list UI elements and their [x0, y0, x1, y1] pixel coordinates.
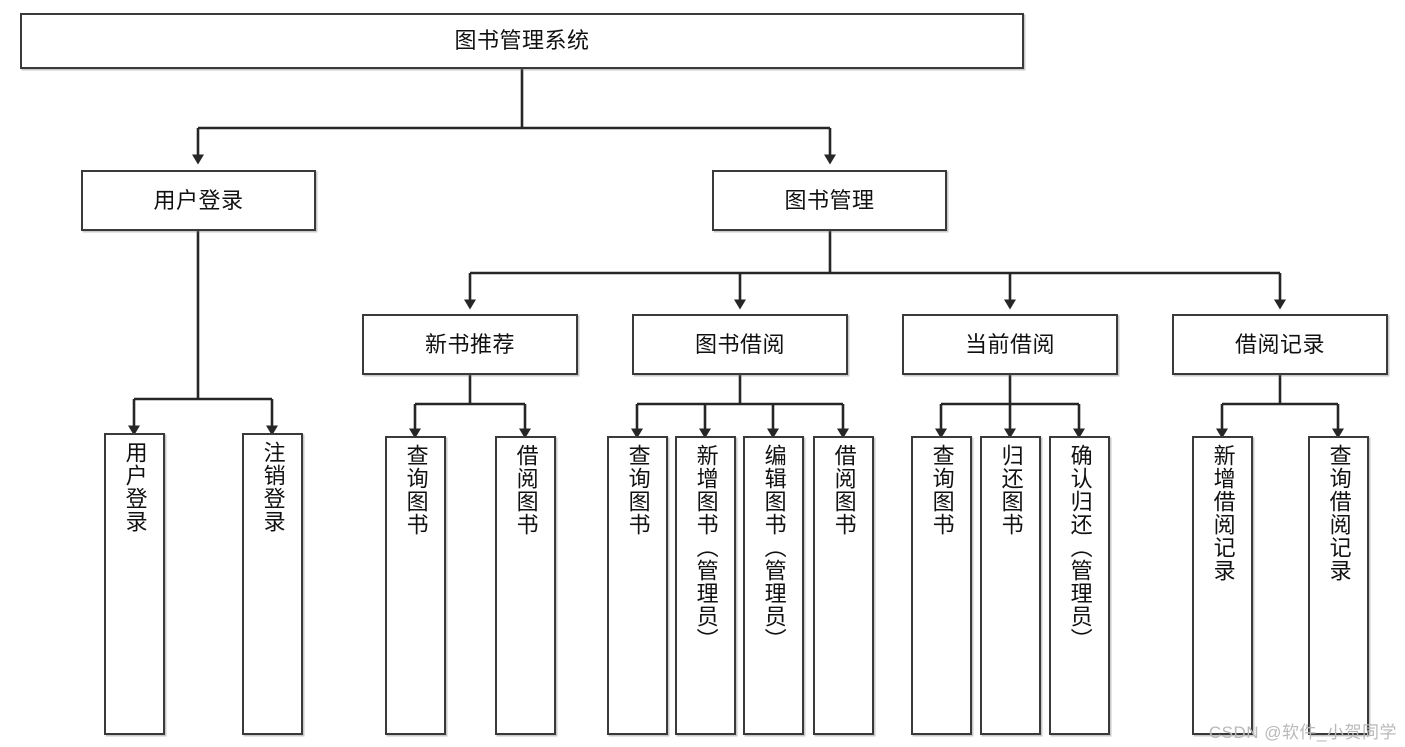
node-label: 当前借阅	[964, 331, 1055, 357]
node-borrow-record[interactable]: 借阅记录	[1172, 314, 1388, 375]
node-label: 查询图书	[625, 444, 651, 536]
node-label: 编辑图书（管理员）	[761, 444, 787, 651]
node-leaf-return-book[interactable]: 归还图书	[980, 436, 1041, 735]
node-label: 确认归还（管理员）	[1067, 444, 1093, 651]
node-label: 归还图书	[998, 444, 1024, 536]
node-book-borrow[interactable]: 图书借阅	[632, 314, 848, 375]
node-label: 新增图书（管理员）	[693, 444, 719, 651]
node-label: 用户登录	[122, 441, 148, 533]
node-leaf-add-book-admin[interactable]: 新增图书（管理员）	[675, 436, 736, 735]
node-new-book-recommend[interactable]: 新书推荐	[362, 314, 578, 375]
node-leaf-user-login[interactable]: 用户登录	[104, 433, 165, 735]
node-book-management[interactable]: 图书管理	[712, 170, 947, 231]
node-label: 图书管理	[784, 187, 875, 213]
node-label: 用户登录	[153, 187, 244, 213]
node-root-book-management-system[interactable]: 图书管理系统	[20, 13, 1024, 69]
node-label: 借阅图书	[831, 444, 857, 536]
node-leaf-query-book-borrow[interactable]: 查询图书	[607, 436, 668, 735]
node-leaf-confirm-return-admin[interactable]: 确认归还（管理员）	[1049, 436, 1110, 735]
node-current-borrow[interactable]: 当前借阅	[902, 314, 1118, 375]
node-leaf-borrow-book[interactable]: 借阅图书	[813, 436, 874, 735]
node-label: 注销登录	[260, 441, 286, 533]
node-leaf-borrow-book-recommend[interactable]: 借阅图书	[495, 436, 556, 735]
node-label: 图书管理系统	[454, 28, 590, 54]
node-label: 查询图书	[403, 444, 429, 536]
node-label: 新书推荐	[424, 331, 515, 357]
node-label: 借阅图书	[513, 444, 539, 536]
node-label: 查询借阅记录	[1326, 444, 1352, 582]
node-leaf-query-borrow-record[interactable]: 查询借阅记录	[1308, 436, 1369, 735]
node-leaf-query-book-current[interactable]: 查询图书	[911, 436, 972, 735]
node-label: 新增借阅记录	[1210, 444, 1236, 582]
node-label: 借阅记录	[1234, 331, 1325, 357]
node-leaf-edit-book-admin[interactable]: 编辑图书（管理员）	[743, 436, 804, 735]
node-label: 查询图书	[929, 444, 955, 536]
node-leaf-add-borrow-record[interactable]: 新增借阅记录	[1192, 436, 1253, 735]
node-user-login[interactable]: 用户登录	[81, 170, 316, 231]
node-leaf-query-book-recommend[interactable]: 查询图书	[385, 436, 446, 735]
node-leaf-logout[interactable]: 注销登录	[242, 433, 303, 735]
node-label: 图书借阅	[694, 331, 785, 357]
